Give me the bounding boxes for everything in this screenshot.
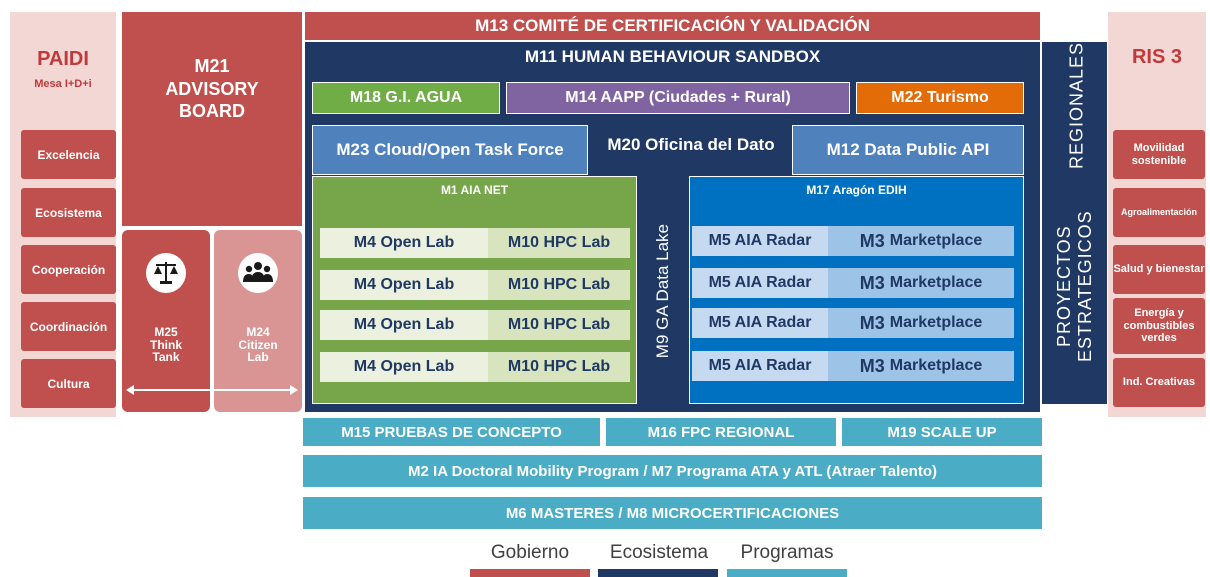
m3-label: Marketplace — [889, 274, 983, 291]
m12-data-public-api: M12 Data Public API — [792, 125, 1024, 175]
m10-hpc-lab: M10 HPC Lab — [488, 228, 630, 258]
open-lab-row-1: M4 Open Lab M10 HPC Lab — [320, 228, 630, 258]
m9-label: M9 GA Data Lake — [653, 223, 672, 359]
m3-label: Marketplace — [889, 357, 983, 374]
m10-hpc-lab: M10 HPC Lab — [488, 270, 630, 300]
m14-aapp: M14 AAPP (Ciudades + Rural) — [506, 82, 850, 114]
m15-pruebas-concepto: M15 PRUEBAS DE CONCEPTO — [303, 418, 600, 446]
paidi-subtitle: Mesa I+D+i — [34, 78, 92, 90]
m3-label: Marketplace — [889, 314, 983, 331]
m24-line2: Citizen — [238, 337, 278, 352]
m3-number: M3 — [859, 355, 885, 376]
m5-aia-radar: M5 AIA Radar — [692, 351, 828, 381]
legend-ecosistema-label: Ecosistema — [609, 542, 709, 563]
m5-aia-radar: M5 AIA Radar — [692, 226, 828, 256]
open-lab-row-2: M4 Open Lab M10 HPC Lab — [320, 270, 630, 300]
m3-marketplace: M3 Marketplace — [828, 308, 1014, 338]
m18-gi-agua: M18 G.I. AGUA — [312, 82, 500, 114]
m5-aia-radar: M5 AIA Radar — [692, 308, 828, 338]
m4-open-lab: M4 Open Lab — [320, 228, 488, 258]
double-arrow-icon — [126, 385, 298, 395]
m2-doctoral-mobility: M2 IA Doctoral Mobility Program / M7 Pro… — [303, 455, 1042, 487]
m17-label: M17 Aragón EDIH — [806, 183, 907, 197]
legend-programas-swatch — [727, 569, 847, 577]
m3-number: M3 — [859, 272, 885, 293]
m3-number: M3 — [859, 312, 885, 333]
m23-cloud-task-force: M23 Cloud/Open Task Force — [312, 125, 588, 175]
legend-gobierno-label: Gobierno — [490, 542, 570, 563]
m4-open-lab: M4 Open Lab — [320, 352, 488, 382]
m13-comite-certificacion: M13 COMITÉ DE CERTIFICACIÓN Y VALIDACIÓN — [305, 12, 1040, 40]
paidi-item-cultura: Cultura — [21, 359, 116, 408]
m25-line1: M25 — [154, 325, 178, 339]
m25-line2: Think — [150, 337, 182, 352]
m24-citizen-lab: M24 Citizen Lab — [214, 230, 302, 412]
paidi-item-coordinacion: Coordinación — [21, 302, 116, 351]
m24-line3: Lab — [247, 350, 269, 365]
ris3-item-energia: Energía y combustibles verdes — [1113, 298, 1205, 354]
m1-label: M1 AIA NET — [440, 183, 509, 197]
proyectos-estrategicos-regionales: PROYECTOS ESTRATEGICOS REGIONALES — [1042, 42, 1107, 404]
open-lab-row-3: M4 Open Lab M10 HPC Lab — [320, 310, 630, 340]
m10-hpc-lab: M10 HPC Lab — [488, 310, 630, 340]
m3-label: Marketplace — [889, 232, 983, 249]
m19-scale-up: M19 SCALE UP — [842, 418, 1042, 446]
m11-label: M11 HUMAN BEHAVIOUR SANDBOX — [524, 47, 821, 66]
m25-line3: Tank — [152, 350, 180, 365]
ris3-item-salud: Salud y bienestar — [1113, 245, 1205, 294]
m20-oficina-del-dato: M20 Oficina del Dato — [607, 135, 775, 154]
proyectos-line1: PROYECTOS ESTRATEGICOS — [1053, 210, 1095, 363]
scales-icon — [146, 253, 186, 293]
m4-open-lab: M4 Open Lab — [320, 270, 488, 300]
m4-open-lab: M4 Open Lab — [320, 310, 488, 340]
ris3-item-ind-creativas: Ind. Creativas — [1113, 358, 1205, 407]
radar-row-2: M5 AIA Radar M3 Marketplace — [692, 268, 1014, 298]
m22-turismo: M22 Turismo — [856, 82, 1024, 114]
m10-hpc-lab: M10 HPC Lab — [488, 352, 630, 382]
m3-marketplace: M3 Marketplace — [828, 226, 1014, 256]
m21-line2: ADVISORY — [165, 78, 259, 99]
m16-fpc-regional: M16 FPC REGIONAL — [606, 418, 836, 446]
m3-marketplace: M3 Marketplace — [828, 351, 1014, 381]
m5-aia-radar: M5 AIA Radar — [692, 268, 828, 298]
radar-row-1: M5 AIA Radar M3 Marketplace — [692, 226, 1014, 256]
people-icon — [238, 253, 278, 293]
radar-row-3: M5 AIA Radar M3 Marketplace — [692, 308, 1014, 338]
paidi-item-excelencia: Excelencia — [21, 130, 116, 179]
m21-line3: BOARD — [179, 101, 245, 122]
radar-row-4: M5 AIA Radar M3 Marketplace — [692, 351, 1014, 381]
paidi-item-cooperacion: Cooperación — [21, 245, 116, 294]
legend-gobierno-swatch — [470, 569, 590, 577]
open-lab-row-4: M4 Open Lab M10 HPC Lab — [320, 352, 630, 382]
ris3-title: RIS 3 — [1131, 45, 1183, 68]
legend-programas-label: Programas — [740, 542, 834, 563]
m25-think-tank: M25 Think Tank — [122, 230, 210, 412]
m21-advisory-board: M21 ADVISORY BOARD — [122, 12, 302, 226]
proyectos-line2: REGIONALES — [1066, 42, 1086, 170]
paidi-item-ecosistema: Ecosistema — [21, 188, 116, 237]
ris3-item-movilidad: Movilidad sostenible — [1113, 130, 1205, 179]
ris3-item-agroalimentacion: Agroalimentación — [1113, 188, 1205, 237]
m3-number: M3 — [859, 230, 885, 251]
m6-masteres: M6 MASTERES / M8 MICROCERTIFICACIONES — [303, 497, 1042, 529]
paidi-title: PAIDI — [37, 47, 89, 70]
m3-marketplace: M3 Marketplace — [828, 268, 1014, 298]
m24-line1: M24 — [246, 325, 270, 339]
m9-ga-data-lake: M9 GA Data Lake — [640, 178, 686, 404]
m21-line1: M21 — [194, 56, 230, 77]
legend-ecosistema-swatch — [598, 569, 718, 577]
